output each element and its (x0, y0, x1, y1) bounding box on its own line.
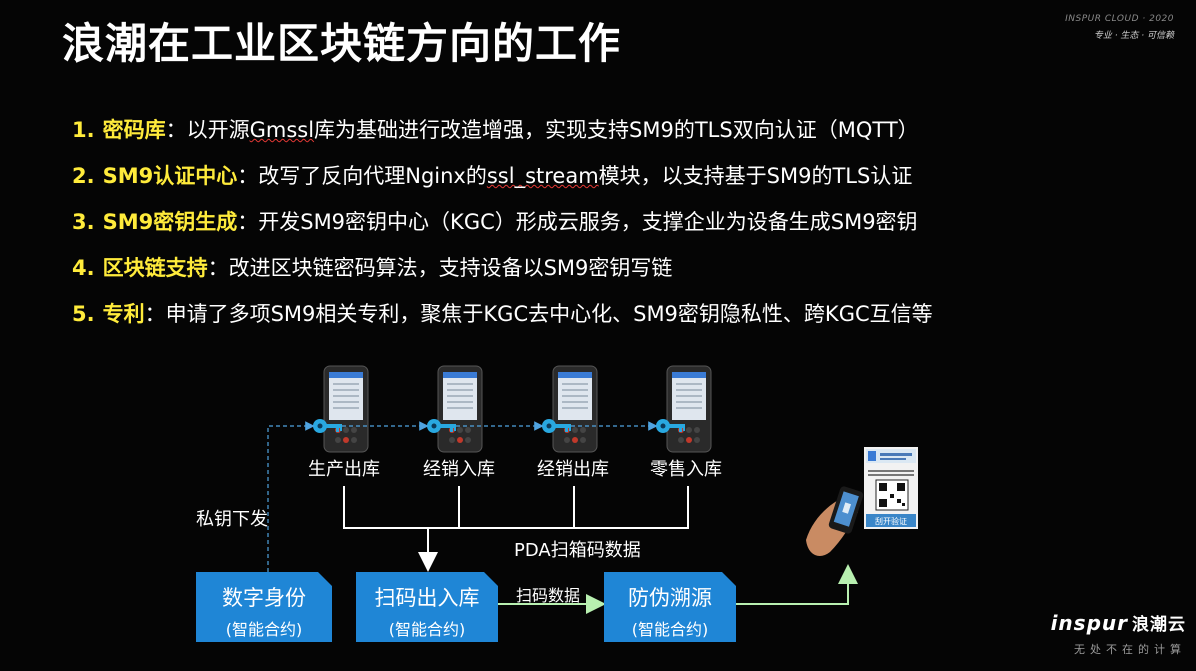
card-subtitle: (智能合约) (388, 620, 466, 639)
card-subtitle: (智能合约) (631, 620, 709, 639)
private-key-label: 私钥下发 (196, 509, 268, 530)
item-keyword: SM9密钥生成 (102, 210, 238, 234)
card-title: 数字身份 (222, 586, 306, 610)
item-underlined-text: Gmssl (249, 118, 315, 142)
page-title: 浪潮在工业区块链方向的工作 (62, 19, 622, 68)
brand-line2: 专业 · 生态 · 可信赖 (1093, 31, 1174, 41)
pda-device-icon (666, 365, 712, 453)
stage-label: 生产出库 (308, 459, 380, 480)
card-title: 防伪溯源 (628, 586, 712, 610)
pda-data-bracket (343, 486, 689, 572)
pda-device-icon (552, 365, 598, 453)
work-list: 1. 密码库：以开源Gmssl库为基础进行改造增强，实现支持SM9的TLS双向认证… (72, 114, 1172, 344)
brand-header: INSPUR CLOUD · 2020 专业 · 生态 · 可信赖 (1065, 14, 1174, 41)
item-number: 4. (72, 256, 95, 280)
list-item: 5. 专利：申请了多项SM9相关专利，聚焦于KGC去中心化、SM9密钥隐私性、跨K… (72, 298, 1172, 344)
item-text: ：开发SM9密钥中心（KGC）形成云服务，支撑企业为设备生成SM9密钥 (237, 210, 918, 234)
brand-line1: INSPUR CLOUD · 2020 (1065, 14, 1174, 24)
logo-text: inspur (1050, 611, 1128, 635)
item-text: ：申请了多项SM9相关专利，聚焦于KGC去中心化、SM9密钥隐私性、跨KGC互信… (144, 302, 933, 326)
item-number: 3. (72, 210, 95, 234)
item-text: ：以开源 (165, 118, 250, 142)
pda-device-icon (437, 365, 483, 453)
trace-arrow (736, 564, 858, 605)
logo-cn-text: 浪潮云 (1132, 615, 1186, 635)
item-number: 5. (72, 302, 95, 326)
item-number: 2. (72, 164, 95, 188)
list-item: 2. SM9认证中心：改写了反向代理Nginx的ssl_stream模块，以支持基… (72, 160, 1172, 206)
item-keyword: 专利 (102, 302, 145, 326)
scan-data-label: 扫码数据 (516, 586, 581, 605)
anti-counterfeit-card: 防伪溯源 (智能合约) (604, 572, 736, 642)
qr-tag-text: 刮开验证 (875, 516, 907, 526)
item-text: ：改写了反向代理Nginx的 (237, 164, 487, 188)
item-text: ：改进区块链密码算法，支持设备以SM9密钥写链 (207, 256, 673, 280)
qr-tag-icon (864, 447, 918, 529)
digital-identity-card: 数字身份 (智能合约) (196, 572, 332, 642)
item-keyword: SM9认证中心 (102, 164, 238, 188)
list-item: 3. SM9密钥生成：开发SM9密钥中心（KGC）形成云服务，支撑企业为设备生成S… (72, 206, 1172, 252)
brand-slogan: 无处不在的计算 (1074, 643, 1186, 656)
item-number: 1. (72, 118, 95, 142)
card-title: 扫码出入库 (374, 586, 480, 610)
stage-label: 经销入库 (423, 459, 495, 480)
stage-label: 经销出库 (537, 459, 609, 480)
item-underlined-text: ssl_stream (486, 164, 599, 188)
scan-inout-card: 扫码出入库 (智能合约) (356, 572, 498, 642)
item-text-tail: 模块，以支持基于SM9的TLS认证 (598, 164, 913, 188)
private-key-dashed-line (267, 421, 315, 572)
phone-scan-icon (806, 486, 864, 556)
item-keyword: 区块链支持 (102, 256, 208, 280)
item-text-tail: 库为基础进行改造增强，实现支持SM9的TLS双向认证（MQTT） (314, 118, 919, 142)
item-keyword: 密码库 (102, 118, 166, 142)
pda-device-icon (323, 365, 369, 453)
list-item: 4. 区块链支持：改进区块链密码算法，支持设备以SM9密钥写链 (72, 252, 1172, 298)
card-subtitle: (智能合约) (225, 620, 303, 639)
pda-data-label: PDA扫箱码数据 (514, 540, 641, 561)
list-item: 1. 密码库：以开源Gmssl库为基础进行改造增强，实现支持SM9的TLS双向认证… (72, 114, 1172, 160)
stage-label: 零售入库 (650, 459, 722, 480)
